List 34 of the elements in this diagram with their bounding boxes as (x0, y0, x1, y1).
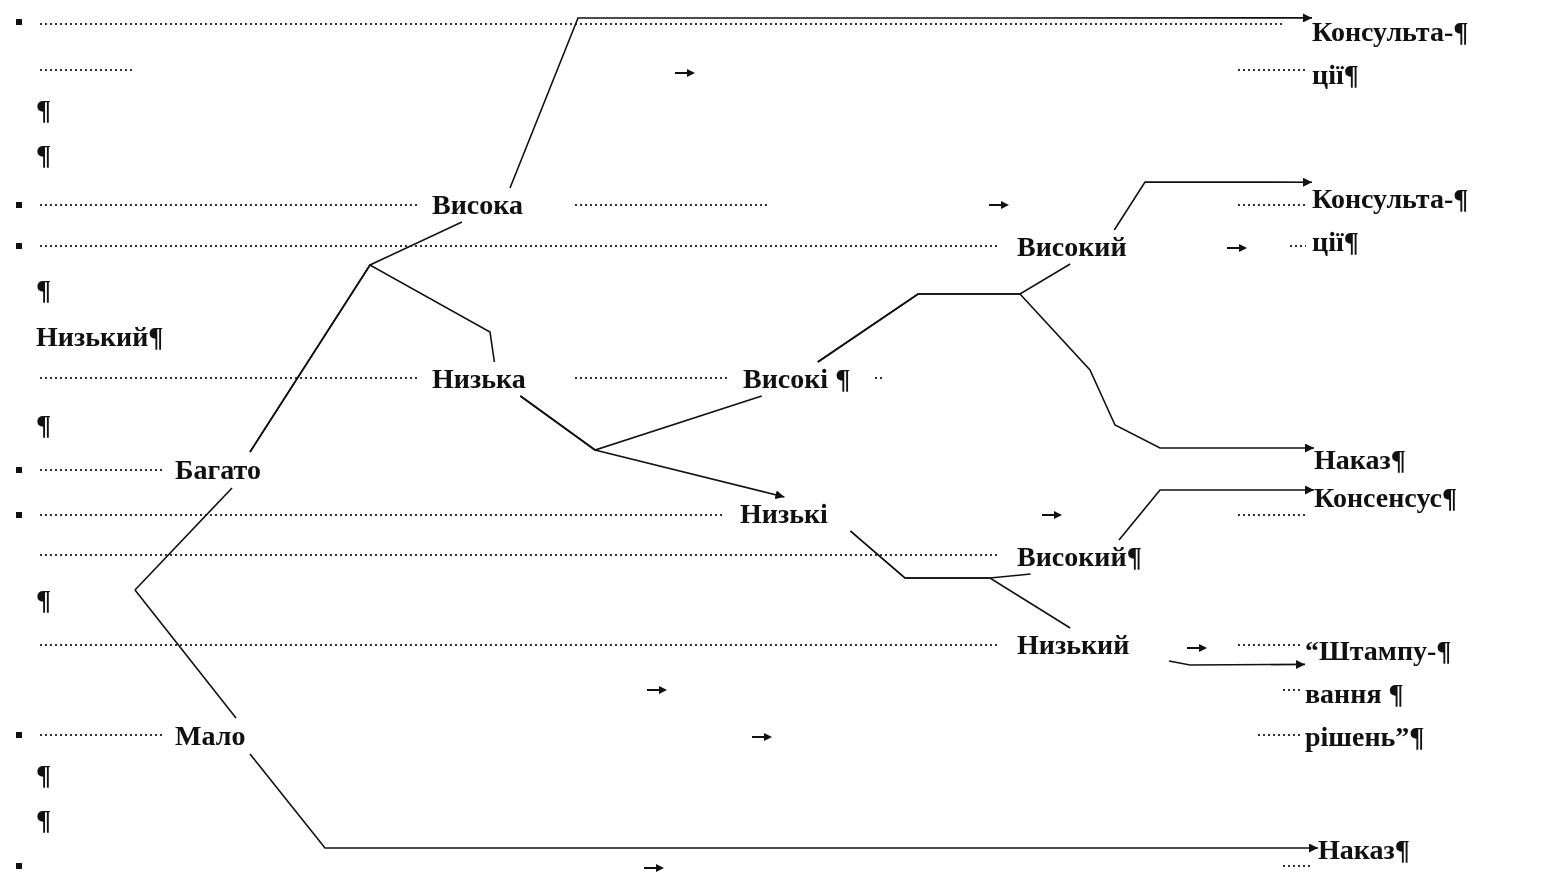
text-label: ¶ (36, 408, 52, 442)
connector-line (134, 589, 237, 719)
text-label: ¶ (36, 93, 52, 127)
branch-label: Низька (432, 362, 562, 396)
branch-label: Мало (175, 718, 275, 754)
arrow (1118, 485, 1315, 541)
arrow (249, 753, 1319, 853)
arrow (1168, 659, 1306, 669)
arrow (519, 395, 786, 500)
branch-label: Низький (1017, 628, 1169, 662)
text-label: Низький¶ (36, 320, 164, 354)
arrow (1113, 177, 1313, 231)
text-label: ¶ (36, 758, 52, 792)
branch-label: Багато (175, 452, 300, 488)
arrow (817, 293, 1315, 453)
text-label: ¶ (36, 138, 52, 172)
text-label: ¶ (36, 273, 52, 307)
connector-line (249, 263, 496, 453)
branch-label: Високий (1017, 230, 1169, 264)
branch-label: Високий¶ (1017, 540, 1187, 574)
branch-label: Наказ¶ (1314, 440, 1454, 480)
branch-label: Консенсус¶ (1314, 478, 1524, 518)
arrow (509, 13, 1313, 189)
branch-label: Консульта-¶ ції¶ (1312, 175, 1472, 265)
branch-label: Консульта-¶ ції¶ (1312, 8, 1472, 98)
connector-line (134, 487, 233, 591)
text-label: ¶ (36, 583, 52, 617)
branch-label: Низькі (740, 497, 860, 531)
text-label: ¶ (36, 803, 52, 837)
branch-label: “Штампу-¶ вання ¶ рішень”¶ (1305, 628, 1455, 758)
branch-label: Наказ¶ (1318, 830, 1458, 870)
connector-line (849, 530, 1071, 629)
branch-label: Висока (432, 188, 562, 222)
branch-label: Високі ¶ (743, 362, 913, 396)
